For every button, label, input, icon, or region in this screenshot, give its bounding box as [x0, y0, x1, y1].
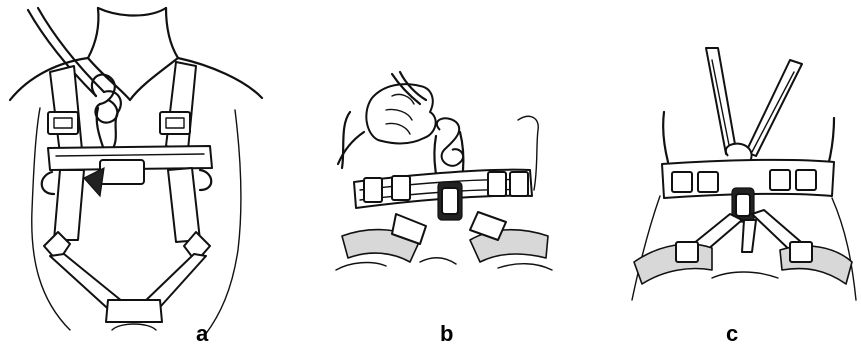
panel-c-illustration: [632, 48, 856, 300]
panel-a-label: a: [196, 321, 209, 346]
panel-b-illustration: [336, 72, 552, 270]
panel-b-label: b: [440, 321, 453, 346]
panel-c-label: c: [726, 321, 738, 346]
panel-a-illustration: [10, 8, 262, 335]
